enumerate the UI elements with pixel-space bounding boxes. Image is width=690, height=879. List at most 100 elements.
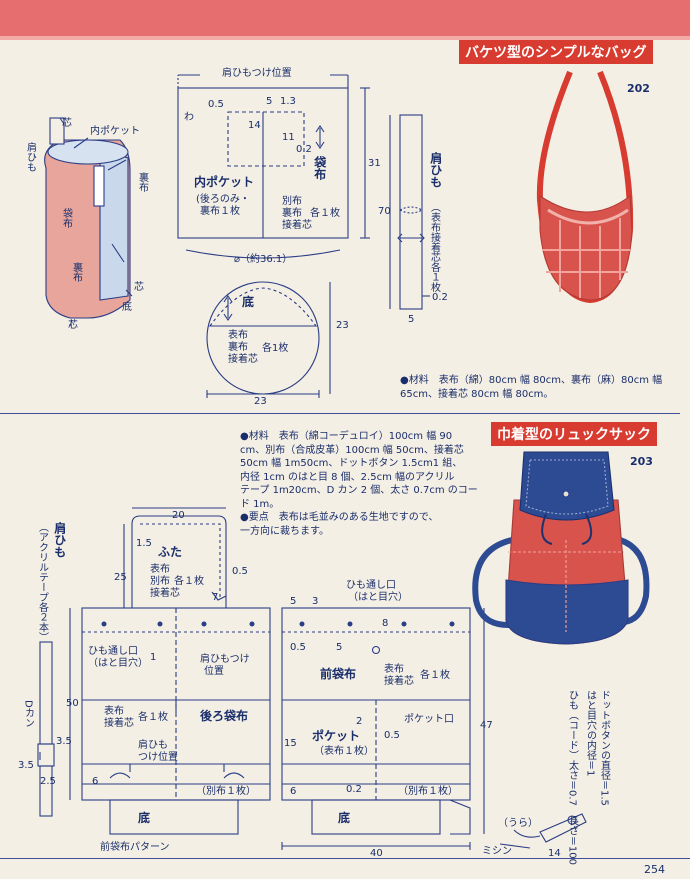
hole-label-left-1: ひも通し口 [88, 646, 138, 657]
dim-6-right: 6 [290, 786, 297, 797]
dim-47: 47 [480, 720, 493, 731]
strap2-label-2: つけ位置 [138, 752, 178, 763]
bottom-label-right: 底 [338, 811, 351, 825]
page-number: 254 [644, 863, 665, 876]
strap-sub: （表布接着芯各１枚 [428, 202, 440, 292]
pocket-mouth-label: ポケット口 [404, 714, 454, 725]
flap-dim-0-5: 0.5 [232, 566, 248, 577]
dim-50: 50 [66, 698, 79, 709]
ill-body-label: 袋布 [60, 208, 72, 228]
dim-3-5-a: 3.5 [56, 736, 72, 747]
back-extra-label: （別布１枚） [196, 786, 256, 797]
back-bag-label: 後ろ袋布 [200, 709, 249, 723]
button-diameter-note: ドットボタンの直径＝1.5 [598, 690, 610, 806]
front-extra-label: （別布１枚） [398, 786, 458, 797]
dim-11: 11 [282, 132, 295, 143]
circumference-label: ⌀（約36.1） [234, 254, 293, 265]
dim-40: 40 [370, 848, 383, 859]
back-bag-pattern [69, 607, 271, 835]
body-sub-1: 別布 [282, 196, 302, 207]
pocket-sub: （表布１枚） [314, 746, 374, 757]
dim-0-5: 0.5 [208, 99, 224, 110]
strap-203-label: 肩ひも [52, 522, 67, 558]
flap-label: ふた [158, 545, 183, 559]
bag-202-photo [536, 70, 634, 304]
strap-pattern [389, 114, 430, 310]
eyelet-diameter-note: はと目穴の内径＝1 [584, 690, 596, 777]
inner-pocket-sub-1: (後ろのみ・ [196, 194, 250, 205]
ill-core-label-2: 芯 [134, 282, 144, 293]
fold-label: わ [184, 112, 194, 123]
dim-7: 7 [212, 592, 219, 603]
inner-pocket-label: 内ポケット [194, 175, 255, 189]
bucket-bag-illustration [44, 117, 131, 319]
materials-203: ●材料 表布（綿コーデュロイ）100cm 幅 90 cm、別布（合成皮革）100… [240, 430, 478, 538]
dim-20: 20 [172, 510, 185, 521]
bottom-label-left: 底 [138, 811, 151, 825]
strap-203-sub: （アクリルテープ各２本） [36, 522, 48, 642]
bag-body-pattern [177, 74, 370, 259]
title-202: バケツ型のシンプルなバッグ [459, 40, 653, 64]
flap-sub-3: 接着芯 [150, 588, 180, 599]
front-sub-1: 表布 [384, 664, 404, 675]
dim-1-5: 1.5 [136, 538, 152, 549]
dim-23-vertical: 23 [336, 320, 349, 331]
title-203: 巾着型のリュックサック [491, 422, 657, 446]
ill-strap-label: 肩ひも [24, 142, 36, 172]
strap-pos-label-2: 位置 [204, 666, 224, 677]
dim-0-2-b: 0.2 [346, 784, 362, 795]
strap-position-label: 肩ひもつけ位置 [222, 68, 292, 79]
reverse-label: （うら） [498, 818, 538, 829]
dim-2: 2 [356, 716, 363, 727]
bag-bottom-pattern [206, 281, 331, 398]
ill-lining-label-2: 裏布 [70, 262, 82, 282]
header-band-accent [0, 36, 690, 40]
materials-203-line-6: ド 1m。 [240, 498, 280, 510]
pattern-number-203: 203 [630, 455, 653, 468]
bottom-sub-3: 接着芯 [228, 354, 258, 365]
flap-sub-1: 表布 [150, 564, 170, 575]
dim-3: 3 [312, 596, 319, 607]
front-each: 各１枚 [420, 670, 450, 681]
dim-0-2: 0.2 [296, 144, 312, 155]
page-bottom-rule [0, 858, 690, 859]
materials-203-line-3: 50cm 幅 1m50cm、ドットボタン 1.5cm1 組、 [240, 458, 463, 469]
section-divider [0, 413, 680, 414]
strap2-label-1: 肩ひも [138, 740, 168, 751]
dim-14-b: 14 [548, 848, 561, 859]
dim-70: 70 [378, 206, 391, 217]
ill-core-label-3: 芯 [68, 320, 78, 331]
hole-label-left-2: （はと目穴） [88, 658, 148, 669]
strap-dim-0-2: 0.2 [432, 292, 448, 303]
dim-6-left: 6 [92, 776, 99, 787]
body-sub-3: 接着芯 [282, 220, 312, 231]
strap-dim-5: 5 [408, 314, 415, 325]
dim-3-5-b: 3.5 [18, 760, 34, 771]
dim-1: 1 [150, 652, 157, 663]
dim-5-b: 5 [336, 642, 343, 653]
dim-2-5: 2.5 [40, 776, 56, 787]
dim-0-5-c: 0.5 [384, 730, 400, 741]
body-sub-2: 裏布 [282, 208, 302, 219]
front-bag-pattern [281, 607, 485, 850]
inner-pocket-sub-2: 裏布１枚 [200, 206, 240, 217]
hole-label-right-2: （はと目穴） [348, 592, 408, 603]
front-pattern-label: 前袋布パターン [100, 842, 170, 853]
points-203-line-1: ●要点 表布は毛並みのある生地ですので、 [240, 512, 439, 523]
front-sub-2: 接着芯 [384, 676, 414, 687]
bottom-label: 底 [242, 295, 255, 309]
dim-25: 25 [114, 572, 127, 583]
back-each: 各１枚 [138, 712, 168, 723]
ill-inner-pocket-label: 内ポケット [90, 126, 140, 137]
flap-each: 各１枚 [174, 576, 204, 587]
dim-23-horizontal: 23 [254, 396, 267, 407]
strap-label: 肩ひも [428, 152, 443, 188]
dim-31: 31 [368, 158, 381, 169]
dim-1-3: 1.3 [280, 96, 296, 107]
back-sub-1: 表布 [104, 706, 124, 717]
d-ring-label: Dカン [22, 700, 34, 728]
materials-203-line-2: cm、別布（合成皮革）100cm 幅 50cm、接着芯 [240, 444, 464, 456]
machine-stitch-label: ミシン [482, 846, 512, 857]
front-bag-label: 前袋布 [320, 667, 357, 681]
